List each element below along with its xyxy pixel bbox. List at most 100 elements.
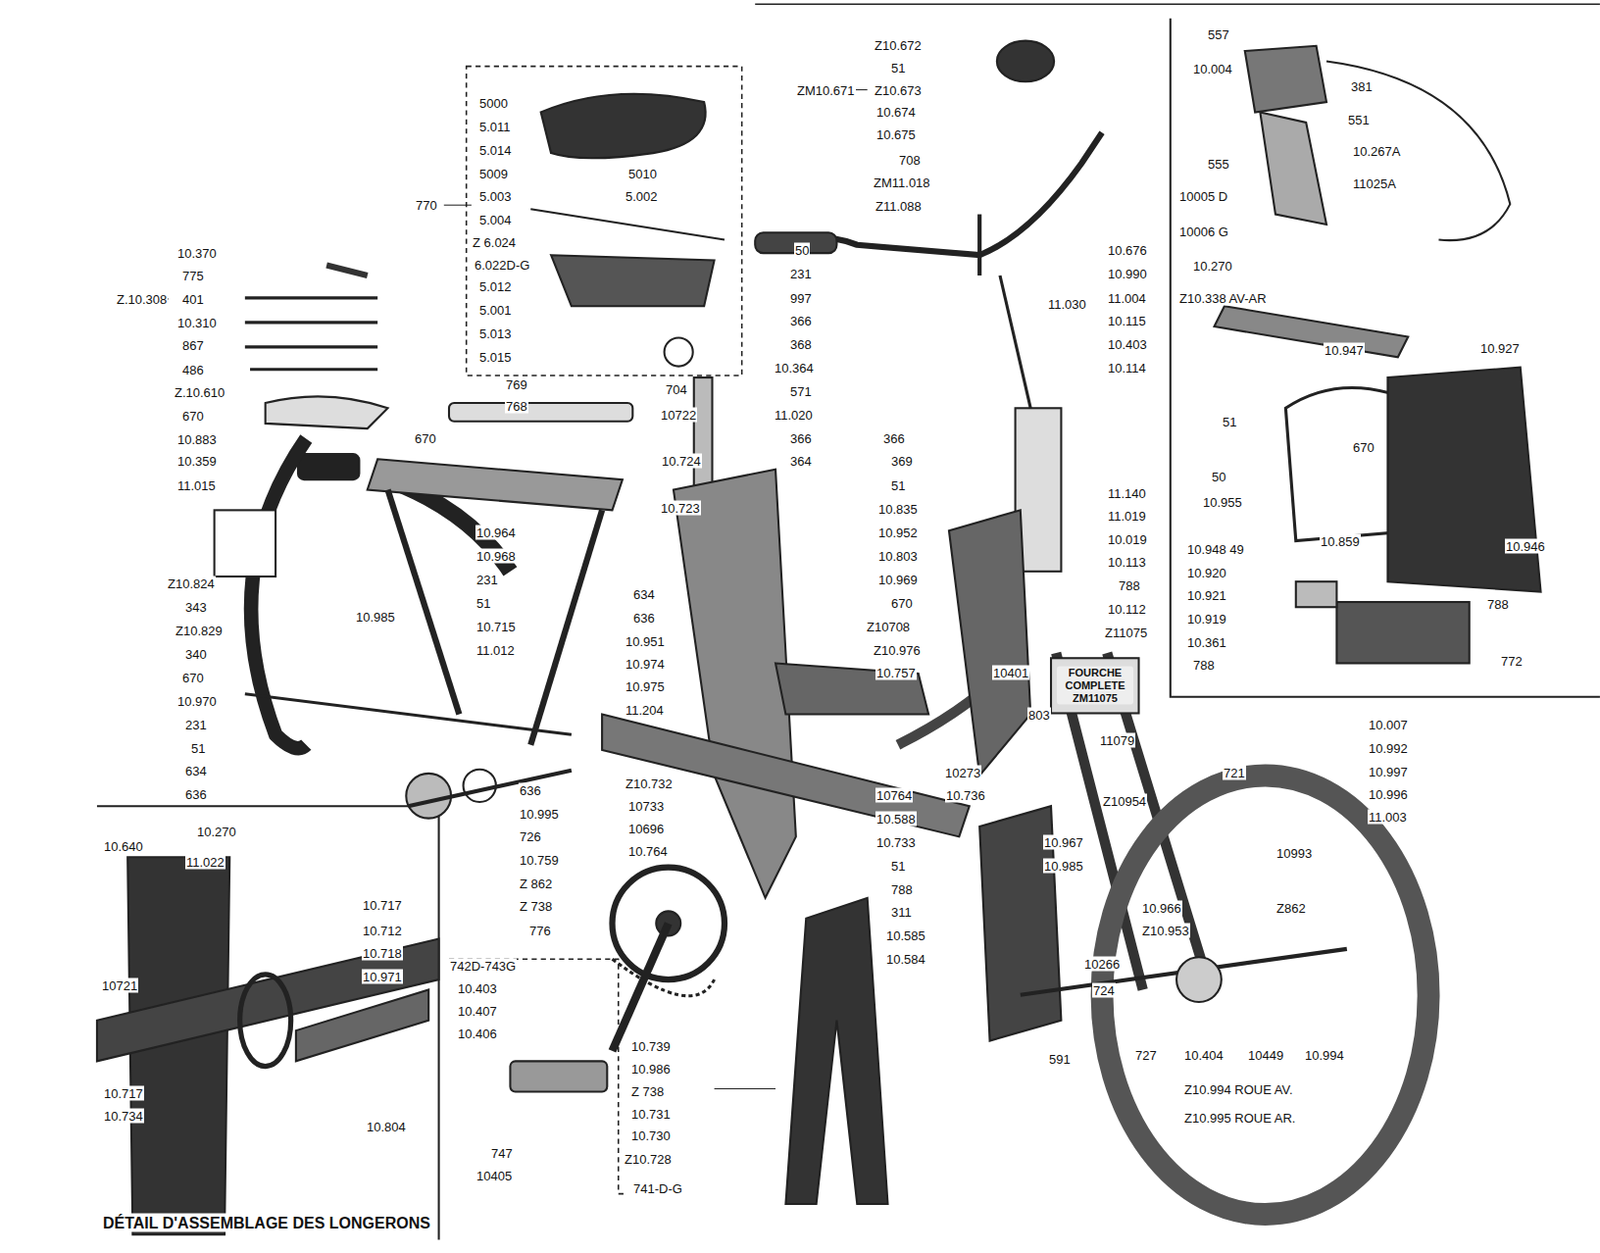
callout-number: 11.204 [624,702,665,718]
callout-number: 51 [890,60,906,76]
callout-number: Z10.824 [166,576,216,592]
callout-number: 727 [1134,1048,1158,1063]
callout-number: 11079 [1099,733,1136,749]
callout-number: 366 [882,431,906,447]
callout-number: 10.004 [1192,61,1234,77]
callout-number: 670 [890,596,914,611]
callout-number: 10.585 [885,928,927,944]
callout-number: Z10708 [865,619,911,635]
callout-number: 10764 [875,788,913,803]
callout-number: 10.952 [877,525,919,541]
callout-number: 11.004 [1106,291,1148,306]
callout-number: 51 [190,741,206,756]
callout-number: Z10.953 [1141,923,1191,939]
callout-number: 10.969 [877,572,919,588]
callout-number: 10.712 [361,923,403,939]
callout-number: 10.994 [1303,1048,1346,1063]
callout-number: 10.717 [102,1086,145,1101]
callout-number: 11.019 [1106,508,1148,524]
callout-number: 5.003 [478,189,513,204]
callout-number: 591 [1048,1051,1072,1067]
callout-number: 10.267A [1351,144,1401,159]
callout-number: Z10.673 [873,83,923,99]
callout-number: 10.370 [176,246,218,261]
callout-number: 343 [184,600,208,615]
callout-number: 10.967 [1043,835,1085,850]
callout-number: 10722 [659,407,698,423]
callout-number: 11.140 [1106,486,1148,501]
callout-number: 340 [184,647,208,662]
callout-number: Z 862 [518,876,553,892]
callout-number: 5010 [627,166,658,182]
callout-number: 10.946 [1504,539,1547,554]
callout-number: 788 [1117,578,1142,594]
callout-number: Z10.976 [872,643,922,658]
callout-number: 769 [504,377,529,393]
callout-number: 10.975 [624,679,666,695]
callout-number: 11.020 [773,407,814,423]
callout-number: 10.835 [877,501,919,517]
callout-number: 867 [181,338,205,353]
callout-number: 571 [789,384,813,400]
callout-number: 10449 [1247,1048,1285,1063]
callout-number: 551 [1347,112,1371,128]
callout-number: ZM10.671 [796,83,856,99]
callout-number: 10.723 [659,500,701,516]
callout-number: 401 [181,292,205,307]
callout-number: 10.717 [361,898,403,913]
callout-number: 5.015 [478,350,513,365]
callout-number: 5.002 [624,189,659,204]
callout-number: 776 [528,923,552,939]
callout-number: Z 6.024 [471,235,517,250]
callout-number: 10.966 [1141,900,1183,916]
callout-number: 788 [1192,657,1216,673]
callout-number: 10.724 [660,453,702,469]
callout-number: 10.997 [1367,764,1409,780]
callout-number: 10.859 [1319,534,1361,550]
callout-number: 10.803 [877,549,919,564]
callout-number: 10.359 [176,453,218,469]
callout-number: 10.019 [1106,532,1149,548]
callout-number: 10.676 [1106,243,1149,258]
callout-number: 10.995 [518,806,560,822]
callout-number: 10.115 [1106,313,1148,329]
callout-number: 10.757 [875,665,917,681]
callout-number: 10.310 [176,315,218,331]
callout-number: 747 [490,1146,514,1161]
callout-number: 50 [1210,469,1227,485]
callout-number: 10.113 [1106,554,1148,570]
callout-number: 231 [789,266,813,282]
callout-number: 10.990 [1106,266,1149,282]
callout-number: 231 [475,572,500,588]
callout-number: 704 [664,382,689,398]
callout-number: 10.883 [176,432,218,448]
callout-number: 364 [789,453,813,469]
callout-number: 10.955 [1201,495,1244,510]
callout-number: 634 [632,587,656,602]
callout-number: 10696 [627,821,665,837]
callout-number: 10.948 49 [1186,542,1246,557]
callout-number: Z10.732 [624,776,674,792]
callout-number: 708 [898,152,922,168]
callout-number: 10733 [627,799,665,814]
callout-number: 231 [184,717,208,733]
callout-number: 10.730 [630,1128,672,1144]
callout-number: 10.407 [456,1003,499,1019]
callout-number: 10405 [475,1168,513,1184]
callout-number: 10.736 [945,788,987,803]
callout-number: 10.114 [1106,360,1148,376]
callout-number: 10006 G [1178,224,1230,240]
callout-number: 10.674 [875,104,917,120]
callout-number: 742D-743G [449,958,517,974]
callout-number: 636 [518,783,543,799]
callout-number: Z10.728 [623,1151,673,1167]
callout-number: 10.920 [1186,565,1228,581]
callout-number: 10.733 [875,835,917,850]
callout-number: ZM11.018 [872,175,932,191]
callout-number: Z 738 [518,899,553,914]
callout-number: 381 [1350,79,1374,95]
callout-number: Z10.829 [174,623,224,639]
callout-number: 10.951 [624,634,666,650]
callout-number: 10.964 [475,525,517,541]
